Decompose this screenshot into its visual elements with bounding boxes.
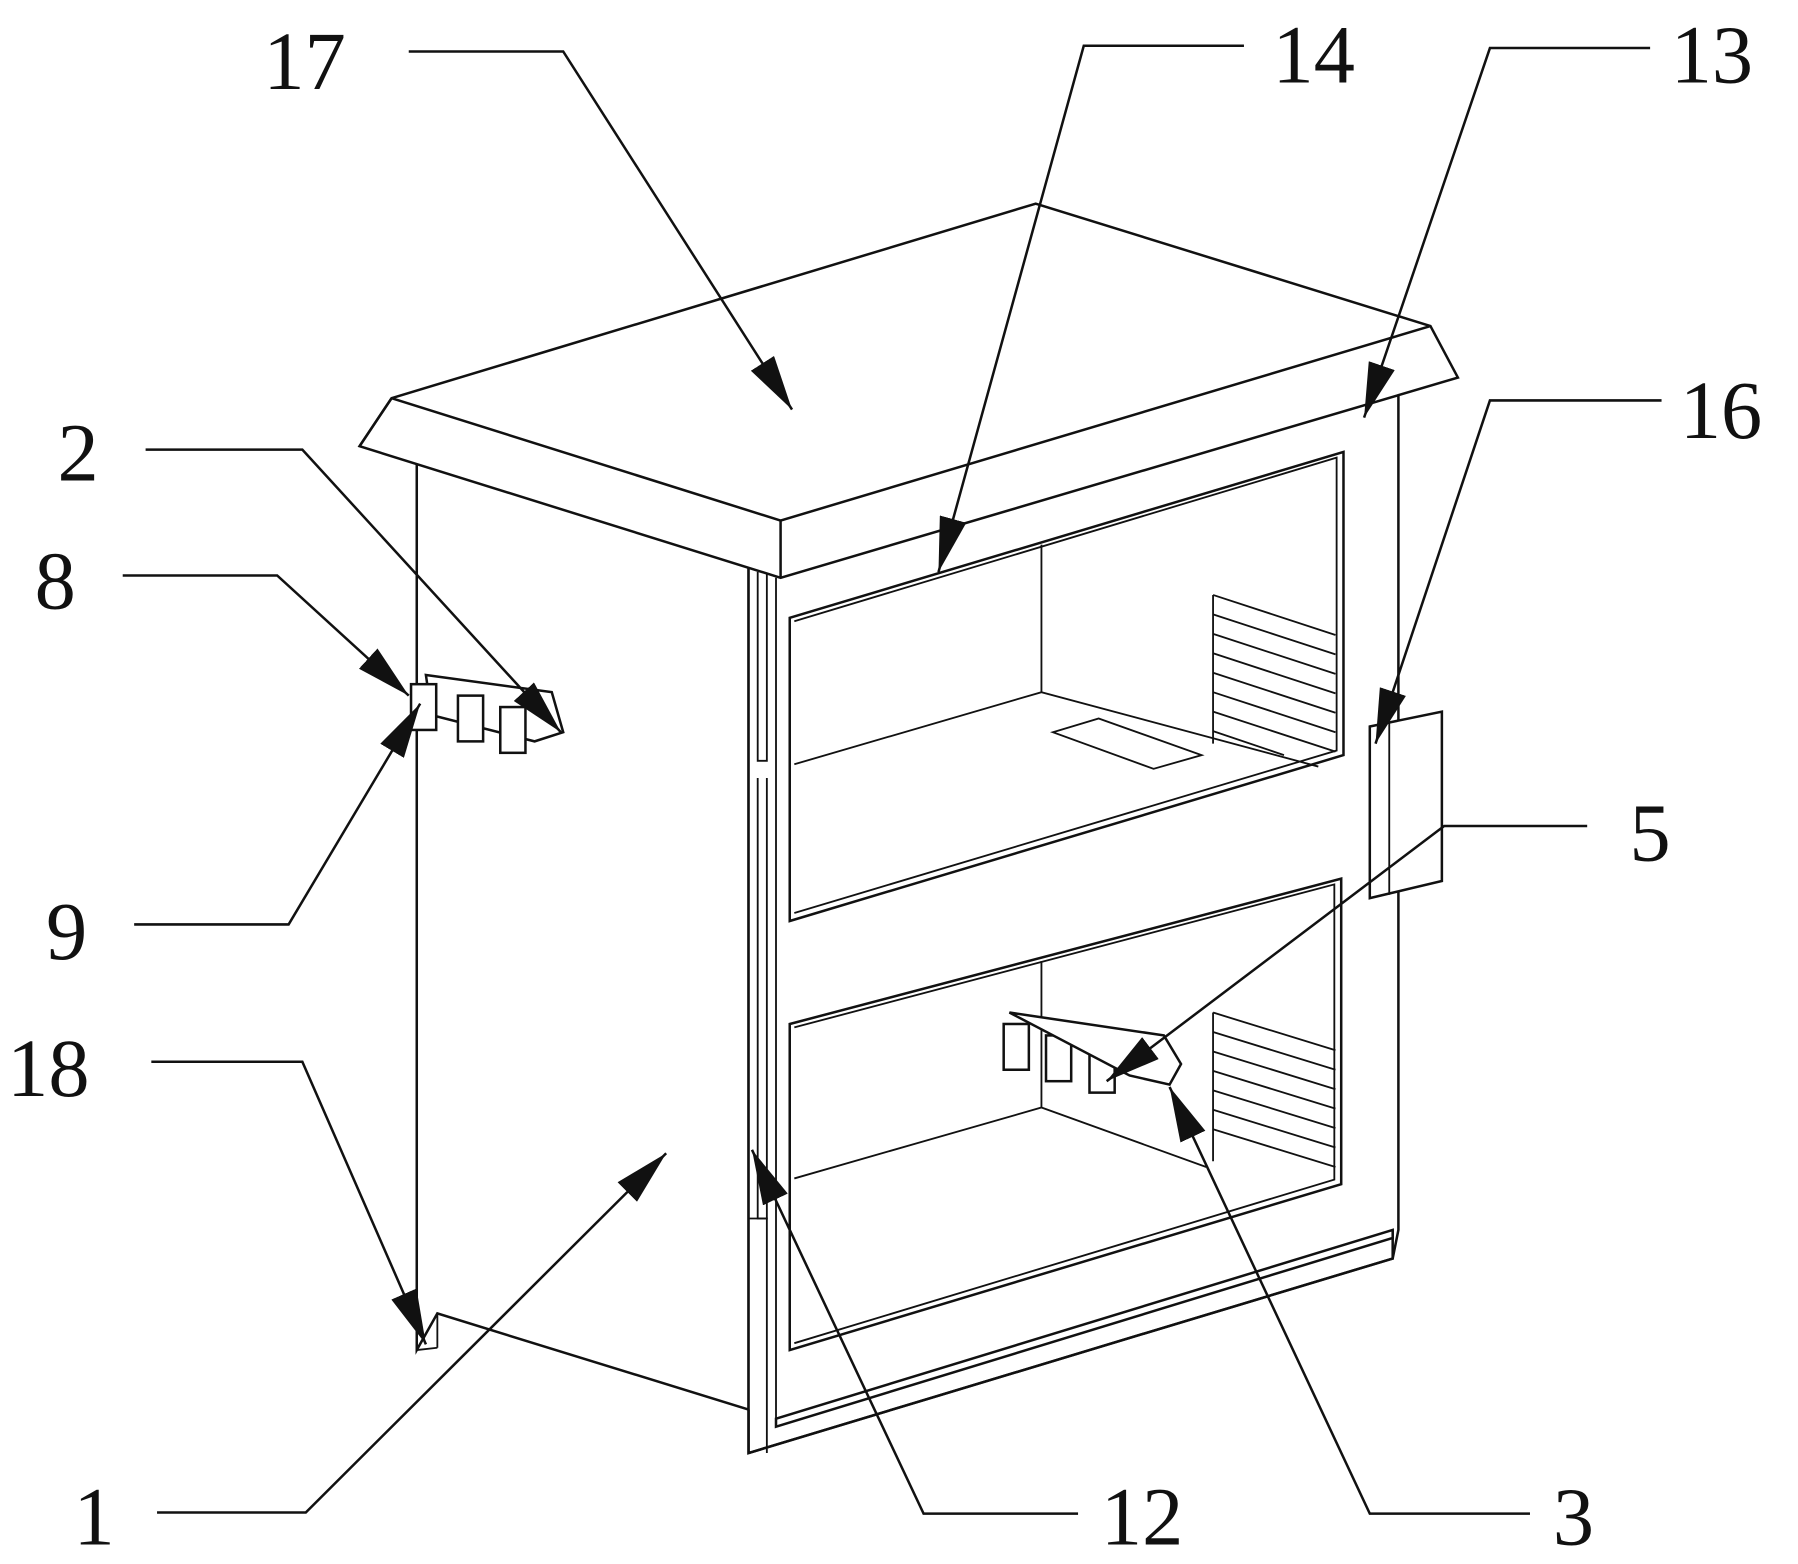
label-14: 14 (1273, 9, 1355, 100)
label-1: 1 (74, 1472, 115, 1563)
label-5: 5 (1630, 787, 1671, 878)
label-17: 17 (263, 16, 345, 107)
label-12: 12 (1101, 1472, 1183, 1563)
label-8: 8 (35, 536, 76, 627)
side-box (1370, 712, 1442, 898)
label-16: 16 (1680, 365, 1762, 456)
label-2: 2 (58, 408, 99, 499)
label-13: 13 (1671, 9, 1753, 100)
label-18: 18 (7, 1023, 89, 1114)
label-3: 3 (1553, 1472, 1594, 1563)
label-9: 9 (46, 886, 87, 977)
left-side-panel (417, 463, 749, 1409)
